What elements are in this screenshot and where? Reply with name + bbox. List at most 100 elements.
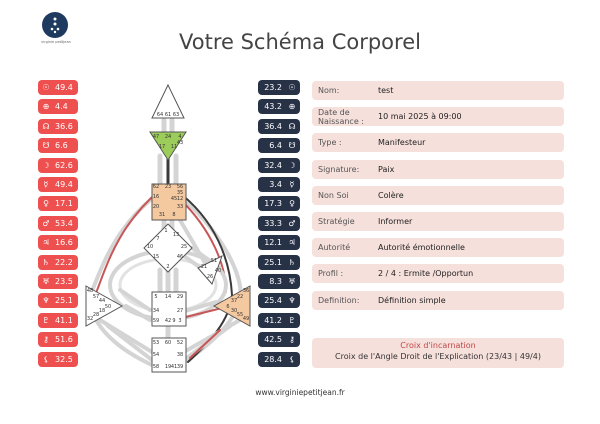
sacral-center — [151, 291, 187, 327]
gate-number: 40 — [215, 268, 221, 274]
gate-number: 62 — [153, 184, 159, 190]
planet-gate-value: 3.4 — [269, 180, 282, 189]
incarnation-cross-box: Croix d'incarnation Croix de l'Angle Dro… — [312, 338, 564, 368]
gate-number: 27 — [177, 308, 183, 314]
personality-planet-row: 12.1 ♃ — [258, 235, 300, 251]
gate-number: 12 — [177, 196, 183, 202]
g-center — [143, 223, 193, 273]
gate-number: 56 — [177, 184, 183, 190]
personality-planet-row: 25.4♆ — [258, 293, 300, 309]
gate-number: 52 — [177, 340, 183, 346]
planet-gate-value: 22.2 — [55, 257, 73, 267]
design-planet-row: ☿49.4 — [38, 177, 78, 192]
jupiter-icon: ♃ — [288, 238, 296, 248]
personality-planet-row: 28.4⚸ — [258, 351, 300, 367]
design-planet-row: ☽ 62.6 — [38, 157, 78, 173]
north-node-icon: ☊ — [42, 121, 50, 131]
design-planet-row: ☊ 36.6 — [38, 118, 78, 134]
south-node-icon: ☋ — [42, 141, 50, 151]
spleen-center — [85, 285, 124, 327]
profile-field-value: Paix — [378, 164, 395, 174]
personality-planet-row: 8.3♅ — [258, 274, 300, 289]
planet-gate-value: 41.2 — [264, 315, 282, 325]
gate-number: 48 — [87, 288, 93, 294]
gate-number: 29 — [177, 294, 183, 300]
planet-gate-value: 25.1 — [55, 296, 73, 306]
planet-gate-value: 49.4 — [55, 83, 73, 92]
jupiter-icon: ♃ — [42, 238, 50, 248]
gate-number: 1 — [164, 228, 167, 234]
gate-number: 2 — [166, 264, 169, 270]
planet-gate-value: 12.1 — [264, 238, 282, 248]
profile-field-value: test — [378, 86, 394, 95]
south-node-icon: ☋ — [288, 141, 296, 151]
gate-number: 23 — [165, 184, 171, 190]
planet-gate-value: 62.6 — [55, 160, 73, 170]
head-center — [151, 83, 185, 119]
profile-field-row: Profil :2 / 4 : Ermite /Opportun — [312, 264, 564, 284]
mars-icon: ♂ — [288, 218, 296, 228]
gate-number: 58 — [153, 364, 159, 370]
moon-icon: ☽ — [42, 160, 50, 170]
gate-number: 16 — [153, 194, 159, 200]
profile-field-label: Non Soi — [318, 190, 349, 200]
profile-field-value: 2 / 4 : Ermite /Opportun — [378, 269, 474, 279]
profile-field-row: Signature: Paix — [312, 159, 564, 179]
planet-gate-value: 23.5 — [55, 277, 73, 286]
design-planet-row: ⊕4.4 — [38, 99, 78, 115]
gate-number: 25 — [181, 244, 187, 250]
profile-field-value: 10 mai 2025 à 09:00 — [378, 112, 462, 122]
design-planet-row: ⚸32.5 — [38, 351, 78, 367]
gate-number: 49 — [243, 316, 249, 322]
incarnation-cross-value: Croix de l'Angle Droit de l'Explication … — [335, 352, 541, 361]
north-node-icon: ☊ — [288, 121, 296, 131]
gate-number: 9 — [172, 318, 175, 324]
profile-field-row: Non Soi Colère — [312, 185, 564, 205]
gate-number: 22 — [237, 294, 243, 300]
gate-number: 6 — [226, 304, 229, 310]
logo — [42, 12, 68, 38]
planet-gate-value: 32.5 — [55, 354, 73, 364]
gate-number: 18 — [99, 308, 105, 314]
profile-field-label: Nom: — [318, 86, 340, 95]
planet-gate-value: 25.4 — [264, 296, 282, 306]
sun-icon: ☉ — [42, 83, 50, 92]
planet-gate-value: 36.6 — [55, 121, 73, 131]
gate-number: 37 — [231, 298, 237, 304]
profile-field-value: Manifesteur — [378, 138, 426, 148]
design-planet-row: ♂53.4 — [38, 215, 78, 231]
venus-icon: ♀ — [289, 199, 295, 209]
profile-field-value: Autorité émotionnelle — [378, 243, 465, 253]
gate-number: 46 — [177, 254, 183, 260]
planet-gate-value: 23.2 — [264, 83, 282, 92]
personality-planet-row: 41.2♇ — [258, 312, 300, 328]
gate-number: 39 — [177, 364, 183, 370]
gate-number: 4 — [178, 134, 181, 140]
profile-field-row: Type :Manifesteur — [312, 133, 564, 153]
personality-planet-row: 23.2☉ — [258, 80, 300, 95]
gate-number: 59 — [153, 318, 159, 324]
gate-number: 51 — [211, 258, 217, 264]
channel-loop-left-red — [93, 189, 161, 299]
logo-caption: virginie petitjean — [41, 40, 71, 44]
design-planet-row: ♀17.1 — [38, 196, 78, 212]
gate-number: 15 — [153, 254, 159, 260]
gate-number: 45 — [171, 196, 177, 202]
profile-field-row: Autorité Autorité émotionnelle — [312, 238, 564, 258]
footer-website: www.virginiepetitjean.fr — [255, 388, 345, 397]
personality-planet-row: 17.3♀ — [258, 196, 300, 212]
gate-number: 41 — [171, 364, 177, 370]
personality-planet-row: 25.1♄ — [258, 254, 300, 270]
gate-number: 61 — [165, 112, 171, 118]
profile-field-label: Definition: — [318, 295, 360, 305]
design-planet-row: ♄22.2 — [38, 254, 78, 270]
chiron-icon: ⚷ — [43, 335, 49, 345]
profile-field-value: Informer — [378, 217, 413, 226]
throat-center — [151, 183, 187, 221]
gate-number: 17 — [159, 144, 165, 150]
profile-field-label: Signature: — [318, 164, 360, 174]
profile-field-value: Colère — [378, 190, 404, 200]
profile-field-label: Autorité — [318, 243, 351, 253]
